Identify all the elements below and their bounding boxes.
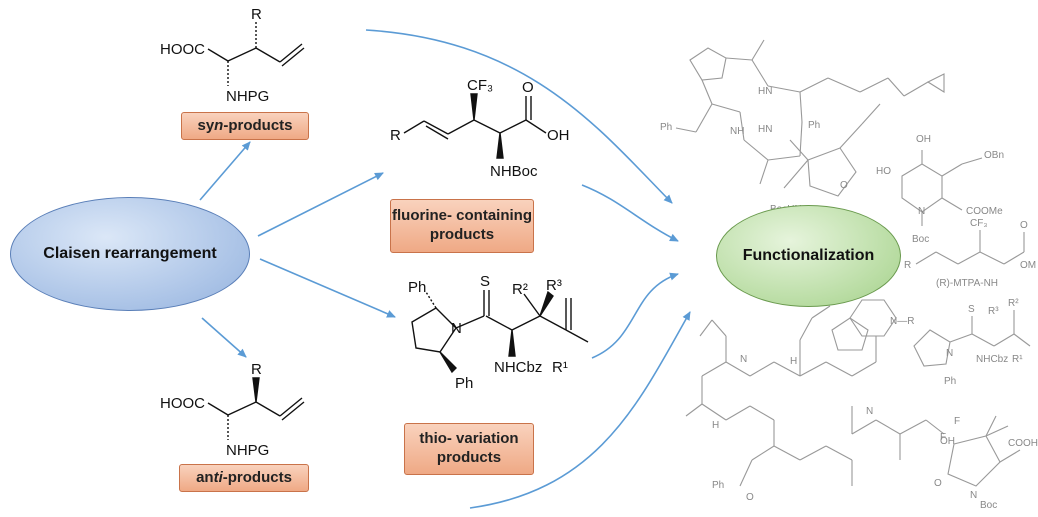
svg-text:O: O: [746, 492, 754, 503]
svg-text:R: R: [904, 260, 911, 271]
arrow-bottom-to-func: [469, 311, 691, 509]
svg-text:HN: HN: [758, 86, 772, 97]
svg-text:NH: NH: [730, 126, 744, 137]
thio-r3-label: R³: [546, 277, 562, 294]
svg-text:H: H: [790, 356, 797, 367]
thio-s-label: S: [480, 273, 490, 290]
anti-structure: [207, 377, 305, 440]
target-structures: [675, 39, 1031, 487]
syn-r-label: R: [251, 6, 262, 23]
svg-text:Ph: Ph: [944, 376, 956, 387]
anti-amine-label: NHPG: [226, 442, 269, 459]
svg-text:O: O: [934, 478, 942, 489]
fluoro-oh-label: OH: [547, 127, 570, 144]
arrow-syn-to-func: [365, 29, 673, 204]
arrows: [199, 29, 691, 509]
thio-r2-label: R²: [512, 281, 528, 298]
fluoro-structure: [403, 93, 547, 159]
thio-tag-line2: products: [436, 449, 502, 466]
svg-text:COOH: COOH: [1008, 438, 1038, 449]
svg-text:Ph: Ph: [660, 122, 672, 133]
thio-amine-label: NHCbz: [494, 359, 542, 376]
svg-text:OBn: OBn: [984, 150, 1004, 161]
svg-text:F: F: [954, 416, 960, 427]
syn-acid-label: HOOC: [160, 41, 205, 58]
svg-text:CF₃: CF₃: [970, 218, 987, 229]
arrow-fluoro-to-func: [581, 184, 679, 242]
thio-r1-label: R¹: [552, 359, 568, 376]
arrow-to-fluoro: [257, 172, 384, 237]
svg-text:Boc: Boc: [980, 500, 997, 511]
syn-structure: [207, 22, 305, 86]
svg-text:N: N: [970, 490, 977, 501]
svg-text:OH: OH: [916, 134, 931, 145]
svg-text:O: O: [1020, 220, 1028, 231]
svg-text:N: N: [740, 354, 747, 365]
arrow-to-anti: [201, 317, 247, 358]
svg-text:S: S: [968, 304, 975, 315]
fluoro-r-label: R: [390, 127, 401, 144]
fluoro-cf3-label: CF₃: [467, 77, 493, 94]
svg-text:COOMe: COOMe: [966, 206, 1003, 217]
thio-tag-line1: thio- variation: [419, 430, 519, 448]
fluoro-o-label: O: [522, 79, 534, 96]
claisen-label: Claisen rearrangement: [43, 245, 217, 262]
thio-ph1-label: Ph: [408, 279, 426, 296]
thio-products-tag: thio- variation products: [404, 423, 534, 475]
svg-text:N: N: [866, 406, 873, 417]
svg-text:NHCbz: NHCbz: [976, 354, 1008, 365]
svg-text:Ph: Ph: [808, 120, 820, 131]
anti-acid-label: HOOC: [160, 395, 205, 412]
arrow-to-syn: [199, 141, 251, 201]
svg-text:Boc: Boc: [912, 234, 929, 245]
svg-text:R¹: R¹: [1012, 354, 1023, 365]
svg-text:(R)-MTPA-NH: (R)-MTPA-NH: [936, 278, 998, 289]
svg-text:N: N: [918, 206, 925, 217]
anti-r-label: R: [251, 361, 262, 378]
thio-ph2-label: Ph: [455, 375, 473, 392]
target-labels: Ph NH HN HN Ph BocHN O O OH OBn HO N Boc…: [660, 86, 1038, 511]
svg-text:N—R: N—R: [890, 316, 914, 327]
syn-amine-label: NHPG: [226, 88, 269, 105]
arrow-to-thio: [259, 258, 396, 318]
svg-text:HN: HN: [758, 124, 772, 135]
svg-text:HO: HO: [876, 166, 891, 177]
functionalization-node: Functionalization: [716, 205, 901, 307]
svg-text:Ph: Ph: [712, 480, 724, 491]
fluoro-tag-line1: fluorine- containing: [392, 207, 532, 225]
svg-text:N: N: [946, 348, 953, 359]
svg-text:OM: OM: [1020, 260, 1036, 271]
svg-text:H: H: [712, 420, 719, 431]
svg-text:F: F: [940, 432, 946, 443]
thio-structure: [411, 290, 589, 374]
functionalization-label: Functionalization: [742, 247, 875, 264]
svg-text:OH: OH: [940, 436, 955, 447]
svg-text:O: O: [840, 180, 848, 191]
arrow-thio-to-func: [591, 272, 679, 359]
svg-text:R³: R³: [988, 306, 999, 317]
fluoro-tag-line2: products: [429, 226, 495, 243]
fluorine-products-tag: fluorine- containing products: [390, 199, 534, 253]
thio-n-label: N: [451, 320, 462, 337]
claisen-rearrangement-node: Claisen rearrangement: [10, 197, 250, 311]
fluoro-amine-label: NHBoc: [490, 163, 538, 180]
svg-text:R²: R²: [1008, 298, 1019, 309]
